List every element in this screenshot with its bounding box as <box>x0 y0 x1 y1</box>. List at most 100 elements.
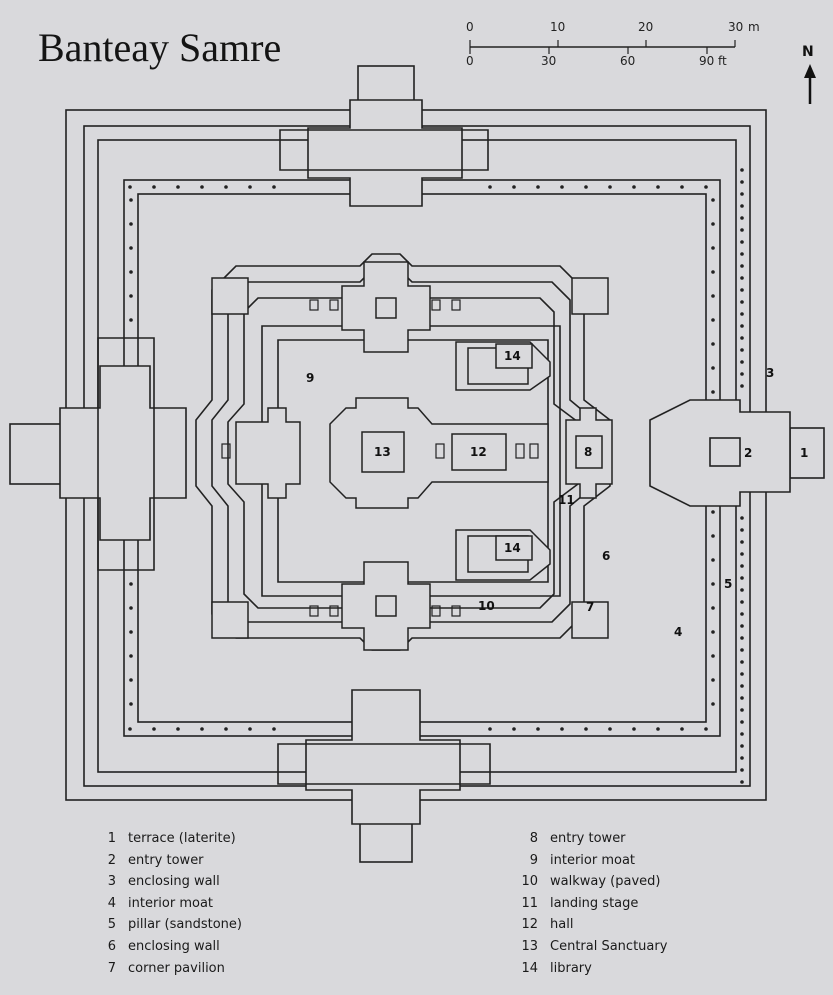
inner-south-gopura <box>341 561 431 651</box>
pillar-dot <box>740 324 744 328</box>
pillar-dot <box>740 732 744 736</box>
hall <box>451 433 507 471</box>
pillar-dot <box>656 185 660 189</box>
pillar-dot <box>740 372 744 376</box>
pillar-dot <box>740 240 744 244</box>
pillar-dot <box>608 185 612 189</box>
pillar-dot <box>128 727 132 731</box>
pillar-dot <box>711 606 715 610</box>
pillar-dot <box>740 336 744 340</box>
pillar-dot <box>711 366 715 370</box>
pillar-dot <box>740 264 744 268</box>
pillar-dot <box>740 312 744 316</box>
pillar-dot <box>711 222 715 226</box>
north-gopura <box>307 99 463 207</box>
legend-item-number: 1 <box>107 831 116 846</box>
plan-label-11: 11 <box>558 493 575 507</box>
pillar-dot <box>536 727 540 731</box>
legend-item-text: interior moat <box>128 895 214 911</box>
pillar-dot <box>711 318 715 322</box>
pillar-dot <box>488 185 492 189</box>
legend-item-text: entry tower <box>550 831 626 846</box>
plan-label-4: 4 <box>674 625 682 639</box>
pillar-dot <box>740 636 744 640</box>
pillar-dot <box>740 744 744 748</box>
pillar-dot <box>560 185 564 189</box>
scale-m-tick-30: 30 <box>728 20 744 34</box>
plan-label-6: 6 <box>602 549 610 563</box>
pillar-dot <box>740 216 744 220</box>
inner-corner-pavilions <box>211 277 609 639</box>
legend-item-text: interior moat <box>550 852 636 868</box>
pillar-dot <box>740 720 744 724</box>
plan-label-14-north: 14 <box>504 349 521 363</box>
plan-label-14-south: 14 <box>504 541 521 555</box>
pillar-dot <box>608 727 612 731</box>
pillar-dot <box>711 342 715 346</box>
pillar-dot <box>129 294 133 298</box>
west-gopura-wings <box>97 337 155 571</box>
pillar-dot <box>129 630 133 634</box>
plan-label-3: 3 <box>766 366 774 380</box>
west-gopura-porch <box>9 423 63 485</box>
north-arrow: N <box>798 44 822 106</box>
legend-item-text: pillar (sandstone) <box>128 917 242 933</box>
pillar-dot <box>272 727 276 731</box>
pillar-dot <box>584 185 588 189</box>
plan-label-8: 8 <box>584 445 592 459</box>
pillar-dot <box>740 600 744 604</box>
legend-item: 1 terrace (laterite) <box>86 828 242 850</box>
pillar-dot <box>512 727 516 731</box>
south-gopura-porch <box>359 821 413 863</box>
legend-item-number: 3 <box>107 874 116 890</box>
scale-m-unit: m <box>748 20 760 34</box>
legend-item-text: walkway (paved) <box>550 874 661 890</box>
pillar-dot <box>536 185 540 189</box>
pillar-dot <box>248 727 252 731</box>
pillar-dot <box>129 702 133 706</box>
legend-item-number: 10 <box>521 874 538 890</box>
pillar-dot <box>680 727 684 731</box>
pillar-dot <box>656 727 660 731</box>
inner-west-gopura <box>235 407 301 499</box>
pillar-dot <box>128 185 132 189</box>
pillar-dot <box>512 185 516 189</box>
pillar-dot <box>740 660 744 664</box>
pillar-dot <box>711 390 715 394</box>
plan-label-9: 9 <box>306 371 314 385</box>
pillar-dot <box>740 516 744 520</box>
pillar-dot <box>711 510 715 514</box>
legend-item-text: library <box>550 960 592 976</box>
scale-m-tick-10: 10 <box>550 20 566 34</box>
legend-item-number: 13 <box>521 938 538 954</box>
legend-item: 7 corner pavilion <box>86 958 242 980</box>
legend-item-number: 7 <box>107 960 116 976</box>
pillar-dot <box>152 185 156 189</box>
pillar-dot <box>711 654 715 658</box>
south-gopura-wings <box>277 743 491 785</box>
legend-item-text: entry tower <box>128 852 204 868</box>
pillar-dot <box>740 576 744 580</box>
plan-label-12: 12 <box>470 445 487 459</box>
north-arrow-icon <box>804 64 816 104</box>
pillar-dot <box>740 624 744 628</box>
east-entry-tower <box>649 399 791 507</box>
legend-item-number: 6 <box>107 938 116 954</box>
plan-title: Banteay Samre <box>38 25 282 70</box>
legend-item-number: 12 <box>521 917 538 933</box>
legend-item-text: terrace (laterite) <box>128 831 236 846</box>
pillar-dot <box>740 168 744 172</box>
pillar-dot <box>740 528 744 532</box>
legend-item-text: corner pavilion <box>128 960 225 976</box>
pillar-dot <box>200 727 204 731</box>
central-axis-complex <box>329 397 549 509</box>
pillar-dot <box>632 727 636 731</box>
pillar-dot <box>711 294 715 298</box>
